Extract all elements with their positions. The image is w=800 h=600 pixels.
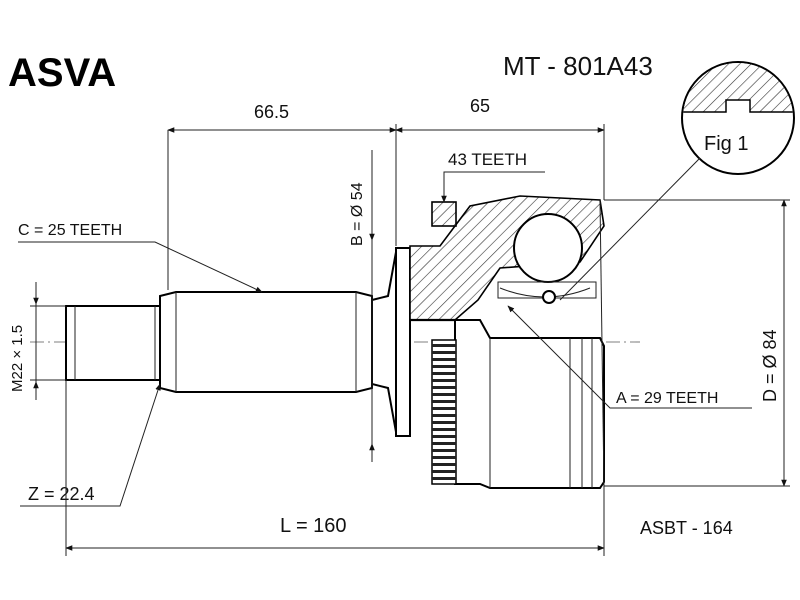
abs-tooth xyxy=(432,358,456,361)
dim-65: 65 xyxy=(470,96,490,116)
flange xyxy=(395,247,411,437)
label-z: Z = 22.4 xyxy=(28,484,95,504)
label-d-dia: D = Ø 84 xyxy=(760,329,780,402)
abs-tooth xyxy=(432,407,456,410)
abs-tooth xyxy=(432,344,456,347)
dim-66-5: 66.5 xyxy=(254,102,289,122)
neck xyxy=(371,251,397,433)
label-c-teeth: C = 25 TEETH xyxy=(18,222,122,239)
abs-tooth xyxy=(432,442,456,445)
fig-label: Fig 1 xyxy=(704,133,748,155)
spline-block xyxy=(431,201,457,227)
abs-tooth xyxy=(432,435,456,438)
abs-tooth xyxy=(432,470,456,473)
label-thread: M22 × 1.5 xyxy=(9,325,26,392)
abs-ring xyxy=(431,339,457,485)
thread-stub xyxy=(65,305,161,381)
abs-tooth xyxy=(432,379,456,382)
abs-tooth xyxy=(432,449,456,452)
abs-tooth xyxy=(432,386,456,389)
label-length: L = 160 xyxy=(280,515,347,537)
abs-tooth xyxy=(432,393,456,396)
abs-tooth xyxy=(432,365,456,368)
abs-tooth xyxy=(432,351,456,354)
label-b-dia: B = Ø 54 xyxy=(349,182,366,246)
abs-tooth xyxy=(432,414,456,417)
label-43-teeth: 43 TEETH xyxy=(448,150,527,169)
ball xyxy=(513,213,583,283)
footer-code: ASBT - 164 xyxy=(640,518,733,538)
part-number: MT - 801A43 xyxy=(503,51,653,81)
abs-tooth xyxy=(432,477,456,480)
shaft xyxy=(159,291,373,393)
brand-logo: ASVA xyxy=(8,51,116,95)
abs-tooth xyxy=(432,456,456,459)
abs-tooth xyxy=(432,372,456,375)
abs-tooth xyxy=(432,428,456,431)
abs-tooth xyxy=(432,400,456,403)
abs-tooth xyxy=(432,421,456,424)
label-a-teeth: A = 29 TEETH xyxy=(616,390,718,407)
abs-tooth xyxy=(432,463,456,466)
fig-1-inset: Fig 1 xyxy=(681,61,795,175)
